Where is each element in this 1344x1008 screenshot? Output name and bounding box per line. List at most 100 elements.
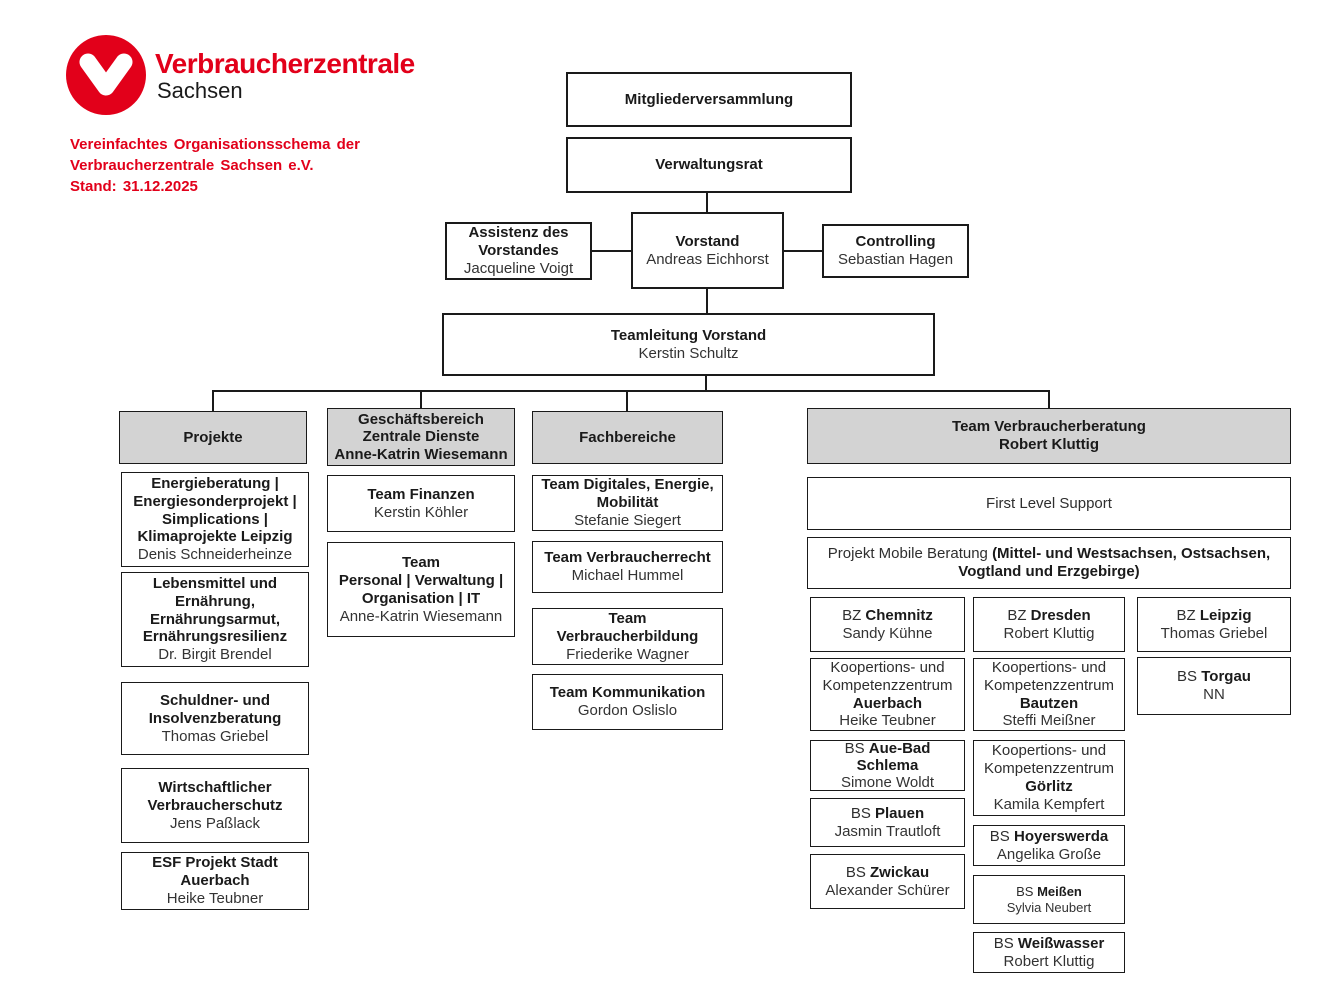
box-teamleitung-vorstand: Teamleitung Vorstand Kerstin Schultz <box>442 313 935 376</box>
box-title: Teamleitung Vorstand <box>610 326 767 344</box>
title-prefix: BZ <box>1176 606 1200 624</box>
title-prefix: BZ <box>1007 606 1031 624</box>
person-name: Simone Woldt <box>840 774 935 792</box>
box-title: Assistenz des Vorstandes <box>468 224 569 259</box>
box-title: Koopertions- und Kompetenzzentrum <box>822 659 953 694</box>
title-place: Zwickau <box>870 863 930 881</box>
box-title: BS Zwickau <box>846 864 929 882</box>
box-title: Projekt Mobile Beratung (Mittel- und Wes… <box>812 545 1286 581</box>
box-bz-dresden: BZ Dresden Robert Kluttig <box>973 597 1125 652</box>
box-title: Team Kommunikation <box>549 684 706 701</box>
title-prefix: BS <box>1177 668 1202 685</box>
box-title: Team Digitales, Energie, Mobilität <box>541 476 714 511</box>
title-prefix: BS <box>989 827 1014 845</box>
column-header-zentrale-dienste: Geschäftsbereich Zentrale Dienste Anne-K… <box>327 408 515 466</box>
person-name: Sandy Kühne <box>842 624 933 642</box>
box-title: First Level Support <box>986 494 1112 512</box>
box-title: BS Weißwasser <box>994 935 1105 953</box>
title-place: Bautzen <box>1019 694 1079 712</box>
title-place: Aue-Bad Schlema <box>856 739 931 774</box>
box-title: BS Torgau <box>1177 668 1251 686</box>
box-controlling: Controlling Sebastian Hagen <box>822 224 969 278</box>
box-energieberatung: Energieberatung | Energiesonderprojekt |… <box>121 472 309 567</box>
title-place: Chemnitz <box>865 606 933 624</box>
box-title: Energieberatung | Energiesonderprojekt |… <box>133 475 297 546</box>
column-lead-name: Robert Kluttig <box>999 436 1099 453</box>
box-title: Team Finanzen <box>367 485 475 503</box>
column-title: Geschäftsbereich Zentrale Dienste <box>358 411 484 446</box>
person-name: Dr. Birgit Brendel <box>158 646 272 664</box>
title-place: Plauen <box>875 804 925 822</box>
column-header-team-verbraucherberatung: Team Verbraucherberatung Robert Kluttig <box>807 408 1291 464</box>
box-schuldner-insolvenzberatung: Schuldner- und Insolvenzberatung Thomas … <box>121 682 309 755</box>
box-projekt-mobile-beratung: Projekt Mobile Beratung (Mittel- und Wes… <box>807 537 1291 589</box>
person-name: Jens Paßlack <box>169 814 261 832</box>
connector-drop-zentrale-dienste <box>420 390 422 409</box>
box-team-verbraucherrecht: Team Verbraucherrecht Michael Hummel <box>532 541 723 593</box>
box-title: Vorstand <box>675 232 740 250</box>
box-assistenz-des-vorstandes: Assistenz des Vorstandes Jacqueline Voig… <box>445 222 592 280</box>
box-title: Schuldner- und Insolvenzberatung <box>148 691 282 727</box>
chart-subtitle: Vereinfachtes Organisationsschema der Ve… <box>70 136 360 195</box>
column-header-projekte: Projekte <box>119 411 307 464</box>
box-team-finanzen: Team Finanzen Kerstin Köhler <box>327 475 515 532</box>
person-name: Sylvia Neubert <box>1006 899 1092 915</box>
person-name: Jacqueline Voigt <box>463 260 574 277</box>
box-title: Lebensmittel und Ernährung, Ernährungsar… <box>142 575 288 646</box>
box-mitgliederversammlung: Mitgliederversammlung <box>566 72 852 127</box>
column-title: Team Verbraucherberatung <box>952 418 1146 435</box>
box-kompetenzzentrum-goerlitz: Koopertions- und Kompetenzzentrum Görlit… <box>973 740 1125 816</box>
box-verwaltungsrat: Verwaltungsrat <box>566 137 852 193</box>
box-kompetenzzentrum-bautzen: Koopertions- und Kompetenzzentrum Bautze… <box>973 658 1125 731</box>
title-place: Görlitz <box>1025 778 1073 795</box>
person-name: Alexander Schürer <box>825 881 950 899</box>
person-name: Kamila Kempfert <box>993 796 1105 813</box>
box-title: BZ Dresden <box>1007 607 1090 625</box>
box-bz-chemnitz: BZ Chemnitz Sandy Kühne <box>810 597 965 652</box>
connector-rail <box>212 390 1050 392</box>
title-regions: (Mittel- und Westsachsen, Ostsachsen, Vo… <box>958 545 1271 580</box>
column-lead-name: Anne-Katrin Wiesemann <box>334 445 508 463</box>
person-name: Heike Teubner <box>166 890 264 907</box>
box-title: Mitgliederversammlung <box>624 90 794 108</box>
box-vorstand: Vorstand Andreas Eichhorst <box>631 212 784 289</box>
person-name: Kerstin Köhler <box>373 503 469 521</box>
box-title: Team Verbraucherrecht <box>544 549 711 566</box>
box-title: Koopertions- und Kompetenzzentrum <box>983 742 1115 777</box>
box-title: Verwaltungsrat <box>655 156 763 173</box>
title-prefix: BS <box>850 804 875 822</box>
title-place: Auerbach <box>852 694 923 712</box>
person-name: Thomas Griebel <box>161 727 269 745</box>
box-bs-weisswasser: BS Weißwasser Robert Kluttig <box>973 932 1125 973</box>
person-name: Anne-Katrin Wiesemann <box>339 607 503 625</box>
person-name: Kerstin Schultz <box>638 344 739 362</box>
title-place: Weißwasser <box>1017 934 1105 952</box>
person-name: NN <box>1203 686 1225 703</box>
connector-assistenz-vorstand <box>592 250 632 252</box>
title-prefix: BS <box>1016 883 1038 899</box>
connector-drop-verbraucherberatung <box>1048 390 1050 409</box>
person-name: Steffi Meißner <box>1002 712 1096 730</box>
box-kompetenzzentrum-auerbach: Koopertions- und Kompetenzzentrum Auerba… <box>810 658 965 731</box>
title-prefix: BS <box>845 863 870 881</box>
box-title: BS Aue-Bad Schlema <box>815 740 960 775</box>
brand-logo-icon <box>66 35 146 115</box>
box-bs-meissen: BS Meißen Sylvia Neubert <box>973 875 1125 924</box>
title-place: Meißen <box>1037 883 1082 899</box>
brand-region: Sachsen <box>157 78 243 103</box>
connector-drop-projekte <box>212 390 214 412</box>
box-team-kommunikation: Team Kommunikation Gordon Oslislo <box>532 674 723 730</box>
box-title: Team Personal | Verwaltung | Organisatio… <box>338 553 504 607</box>
title-place: Torgau <box>1201 668 1251 685</box>
box-title: BZ Leipzig <box>1176 607 1251 625</box>
box-esf-projekt-auerbach: ESF Projekt Stadt Auerbach Heike Teubner <box>121 852 309 910</box>
box-bs-zwickau: BS Zwickau Alexander Schürer <box>810 854 965 909</box>
person-name: Stefanie Siegert <box>574 512 681 529</box>
brand-name: Verbraucherzentrale <box>155 48 415 79</box>
box-title: BS Hoyerswerda <box>990 828 1108 846</box>
column-title: Fachbereiche <box>579 428 676 446</box>
title-place: Dresden <box>1030 606 1091 624</box>
box-lebensmittel-ernaehrung: Lebensmittel und Ernährung, Ernährungsar… <box>121 572 309 667</box>
title-prefix: BS <box>993 934 1018 952</box>
